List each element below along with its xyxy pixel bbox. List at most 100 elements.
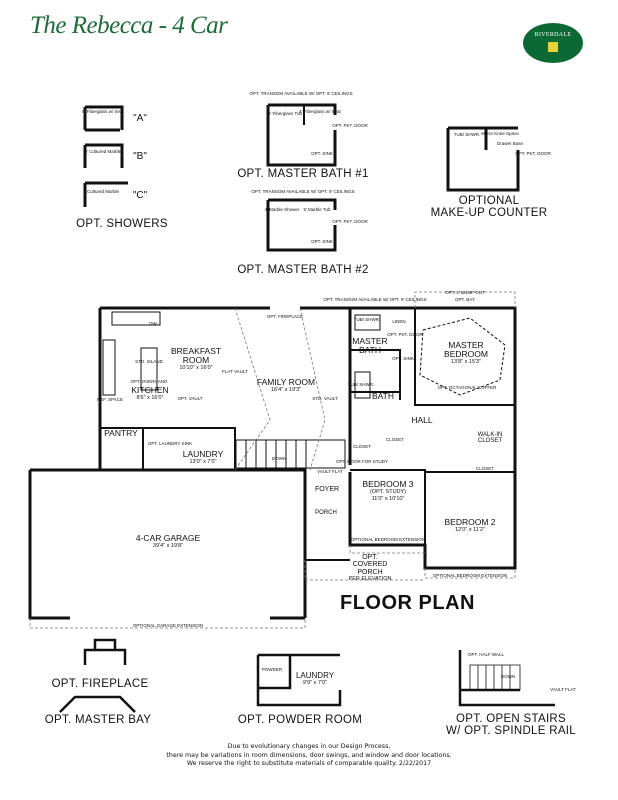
makeup-walls (446, 126, 520, 192)
logo-text: RIVERDALE (534, 32, 572, 38)
mb2-sink: OPT. SINK (311, 239, 333, 244)
note-std-vault: STD. VAULT (312, 396, 338, 401)
kitchen-counters (102, 311, 161, 396)
note-opt-overhang: OPT. OVERHANG (130, 379, 168, 384)
mb1-shower: 4' Fiberglass w/ Seat (299, 109, 341, 114)
powder-label: POWDER (261, 667, 283, 672)
master-bath-1-caption: OPT. MASTER BATH #1 (237, 168, 369, 180)
bump-out-outline (414, 291, 516, 308)
garage-extension-outline (29, 618, 306, 629)
master-bath-2-caption: OPT. MASTER BATH #2 (237, 264, 369, 276)
stairs-down: DOWN (500, 674, 516, 679)
note-tub-shwr-2: TUB/ SHWR. (347, 382, 375, 387)
logo-emblem (548, 42, 558, 52)
makeup-caption-1: OPTIONAL (458, 195, 520, 207)
note-bedroom-ext-2: OPTIONAL BEDROOM EXTENSION (432, 573, 508, 578)
main-outer-walls (98, 306, 517, 570)
note-laundry-sink: OPT. LAUNDRY SINK (147, 441, 193, 446)
shower-b-walls (83, 143, 124, 168)
note-opt-door: OPT. DOOR FOR STUDY (335, 459, 389, 464)
note-opt-fireplace: OPT. FIREPLACE (266, 314, 304, 319)
bottom-fireplace (83, 638, 127, 665)
room-pantry: PANTRY (104, 428, 138, 438)
note-opt-sink: OPT. SINK (392, 356, 414, 361)
note-opt-vault: OPT. VAULT (177, 396, 203, 401)
note-bump-out: OPT. 2' BUMP OUT (445, 290, 485, 295)
mb1-sink: OPT. SINK (311, 151, 333, 156)
note-closet-1: CLOSET (385, 437, 405, 442)
note-closet-2: CLOSET (352, 444, 372, 449)
makeup-caption-2: MAKE-UP COUNTER (430, 207, 548, 219)
room-master-bath: MASTER BATH (352, 336, 388, 355)
shower-a-note: 5' Fiberglass w/ Seat (82, 109, 124, 114)
bedroom-extension-outline (349, 545, 516, 579)
room-foyer: FOYER (314, 486, 340, 493)
shower-c-label: "C" (132, 190, 148, 201)
note-transom: OPT. TRANSOM AVAILABLE W/ OPT. 9' CEILIN… (323, 297, 427, 302)
makeup-mirror: Mirror Knee Space (481, 131, 519, 136)
page-title: The Rebecca - 4 Car (30, 12, 228, 39)
makeup-door: OPT. PKT. DOOR (515, 151, 551, 156)
note-vault-flat: VAULT FLAT (317, 469, 343, 474)
room-porch: PORCH (315, 510, 337, 516)
note-garage-ext: OPTIONAL GARAGE EXTENSION (132, 623, 204, 628)
note-bedroom-ext-1: OPTIONAL BEDROOM EXTENSION (350, 537, 426, 542)
mb1-tub: 5' Fiberglass Tub (267, 111, 303, 116)
bottom-master-bay (59, 695, 136, 713)
vault-lines (234, 307, 326, 471)
note-closet-3: CLOSET (475, 466, 495, 471)
shower-a-walls (83, 105, 124, 132)
opt-fireplace-caption: OPT. FIREPLACE (51, 678, 149, 690)
room-bath: BATH (371, 391, 395, 401)
note-std-island: STD. ISLAND (135, 359, 163, 364)
mb2-tub: 5' Marble Tub (303, 207, 331, 212)
note-pkt-door: OPT. PKT. DOOR (387, 332, 423, 337)
makeup-tub: TUB/ SHWR. (453, 132, 481, 137)
shower-b-label: "B" (133, 151, 147, 162)
shower-c-note: Cultured Marble (86, 189, 120, 194)
master-bath-2-walls (266, 198, 337, 252)
shower-c-walls (83, 181, 128, 207)
open-stairs-caption-1: OPT. OPEN STAIRS (455, 713, 567, 725)
makeup-drawer: Drawer Base (496, 141, 524, 146)
covered-porch-outline (304, 560, 425, 581)
note-flat-vault: FLAT VAULT (222, 369, 248, 374)
stair (235, 439, 346, 469)
master-bath-1-walls (266, 103, 337, 167)
opt-powder-room-caption: OPT. POWDER ROOM (237, 714, 363, 726)
half-wall-note: OPT. HALF WALL (467, 652, 505, 657)
note-octagonal: OPT. OCTAGONAL COFFER (437, 385, 497, 390)
mb1-transom: OPT. TRANSOM AVAILABLE W/ OPT. 9' CEILIN… (249, 91, 353, 96)
room-hall: HALL (411, 415, 433, 425)
bottom-powder-room (256, 653, 342, 707)
shower-b-note: 5' Cultured Marble (84, 149, 122, 154)
tubs (354, 314, 381, 399)
shower-a-label: "A" (133, 113, 147, 124)
note-dw: DW (149, 321, 157, 326)
opt-master-bay-caption: OPT. MASTER BAY (44, 714, 152, 726)
note-linen: LINEN (392, 319, 406, 324)
note-tub-shwr-1: TUB/ SHWR. (353, 317, 381, 322)
note-opt-bay: OPT. BAY (455, 297, 475, 302)
room-walkin: WALK-IN CLOSET (477, 432, 503, 445)
note-down: DOWN (271, 456, 287, 461)
mb1-door: OPT. PKT. DOOR (332, 123, 368, 128)
disclaimer: Due to evolutionary changes in our Desig… (166, 743, 452, 767)
octagonal-coffer (419, 317, 506, 396)
opt-showers-caption: OPT. SHOWERS (76, 218, 168, 230)
riverdale-logo: RIVERDALE (523, 23, 583, 63)
mb2-shower: 4' Marble Shower (264, 207, 300, 212)
mb2-door: OPT. PKT. DOOR (332, 219, 368, 224)
stairs-vault-flat: VAULT FLAT (550, 687, 576, 692)
mb2-transom: OPT. TRANSOM AVAILABLE W/ OPT. 9' CEILIN… (251, 189, 355, 194)
open-stairs-caption-2: W/ OPT. SPINDLE RAIL (446, 725, 576, 737)
